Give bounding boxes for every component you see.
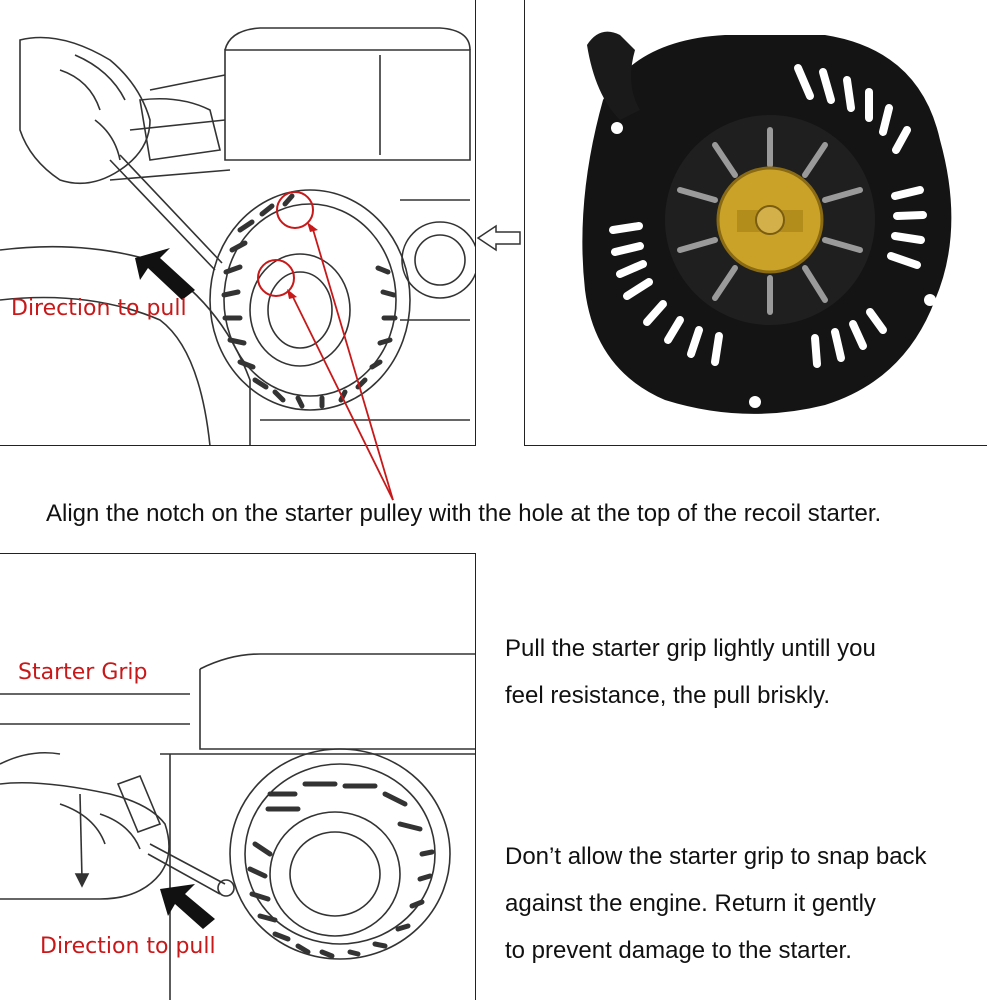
instruction-step-2: Don’t allow the starter grip to snap bac…: [505, 833, 927, 974]
direction-to-pull-label: Direction to pull: [40, 934, 216, 959]
engine-illustration-bottom: Starter Grip Direction to pull: [0, 553, 476, 1000]
instruction-line: feel resistance, the pull briskly.: [505, 682, 831, 709]
starter-grip-line-drawing: [0, 653, 475, 1000]
instruction-line: Pull the starter grip lightly untill you: [505, 635, 876, 662]
starter-grip-label: Starter Grip: [18, 660, 148, 685]
instruction-line: to prevent damage to the starter.: [505, 937, 852, 964]
engine-illustration-top: Direction to pull: [0, 0, 476, 446]
instruction-line: against the engine. Return it gently: [505, 890, 876, 917]
direction-to-pull-label: Direction to pull: [11, 296, 187, 321]
alignment-caption: Align the notch on the starter pulley wi…: [46, 500, 882, 527]
recoil-starter-image: [582, 31, 952, 414]
recoil-starter-photo: [524, 0, 987, 446]
instruction-step-1: Pull the starter grip lightly untill you…: [505, 625, 876, 719]
engine-line-drawing: [0, 27, 475, 445]
instruction-line: Don’t allow the starter grip to snap bac…: [505, 843, 927, 870]
